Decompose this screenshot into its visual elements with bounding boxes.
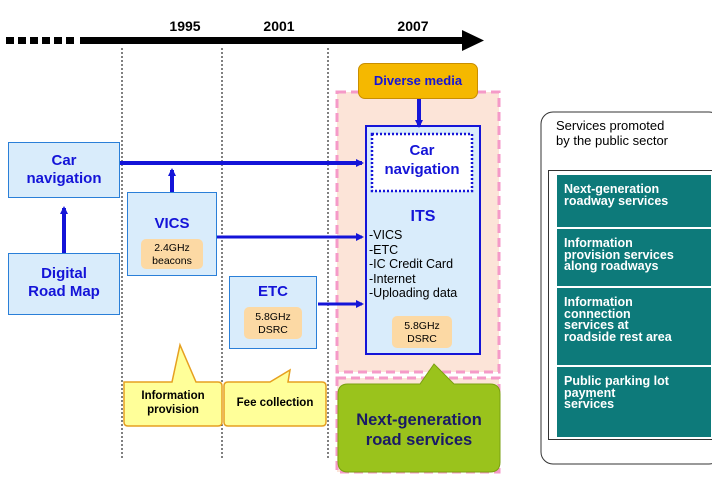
timeline-arrowhead [462, 30, 484, 51]
its-frequency-badge: 5.8GHz DSRC [392, 316, 452, 348]
timeline-dash [18, 37, 26, 44]
timeline-dash [54, 37, 62, 44]
its-service-item: -IC Credit Card [369, 257, 454, 272]
timeline-dash [30, 37, 38, 44]
its-service-list: -VICS -ETC -IC Credit Card -Internet -Up… [369, 228, 481, 301]
public-sector-item: Information connection services at roads… [556, 287, 712, 366]
its-service-item: -ETC [369, 242, 399, 257]
vics-box: VICS 2.4GHz beacons [127, 192, 217, 276]
its-service-item: -Uploading data [369, 286, 458, 301]
its-title: ITS [410, 208, 436, 225]
information-provision-label: Information provision [141, 390, 205, 416]
timeline-dash [42, 37, 50, 44]
next-generation-label: Next-generation road services [356, 411, 482, 449]
its-service-item: -Internet [369, 271, 416, 286]
year-label-2007: 2007 [397, 18, 429, 34]
etc-frequency-badge: 5.8GHz DSRC [244, 307, 302, 339]
etc-box: ETC 5.8GHz DSRC [229, 276, 317, 349]
timeline-dash [66, 37, 74, 44]
fee-collection-callout [223, 368, 327, 427]
diverse-media-box: Diverse media [358, 63, 478, 99]
public-sector-title: Services promoted by the public sector [556, 118, 669, 148]
timeline-bar [80, 37, 464, 44]
car-navigation-inner-box [370, 132, 474, 193]
information-provision-callout [123, 342, 223, 427]
next-generation-callout [337, 363, 501, 473]
year-label-2001: 2001 [263, 18, 295, 34]
its-service-item: -VICS [369, 228, 403, 242]
public-sector-item: Public parking lot payment services [556, 366, 712, 438]
fee-collection-label: Fee collection [236, 397, 314, 409]
year-label-1995: 1995 [169, 18, 201, 34]
public-sector-list: Next-generation roadway services Informa… [548, 170, 712, 440]
vics-frequency-badge: 2.4GHz beacons [141, 239, 203, 269]
public-sector-item: Next-generation roadway services [556, 174, 712, 228]
its-car-navigation-label: Car navigation [384, 142, 460, 178]
timeline-arrow [6, 30, 484, 51]
car-navigation-box: Car navigation [8, 142, 120, 198]
digital-road-map-box: Digital Road Map [8, 253, 120, 315]
public-sector-item: Information provision services along roa… [556, 228, 712, 287]
timeline-dash [6, 37, 14, 44]
etc-title: ETC [258, 283, 288, 300]
vics-title: VICS [154, 215, 190, 232]
